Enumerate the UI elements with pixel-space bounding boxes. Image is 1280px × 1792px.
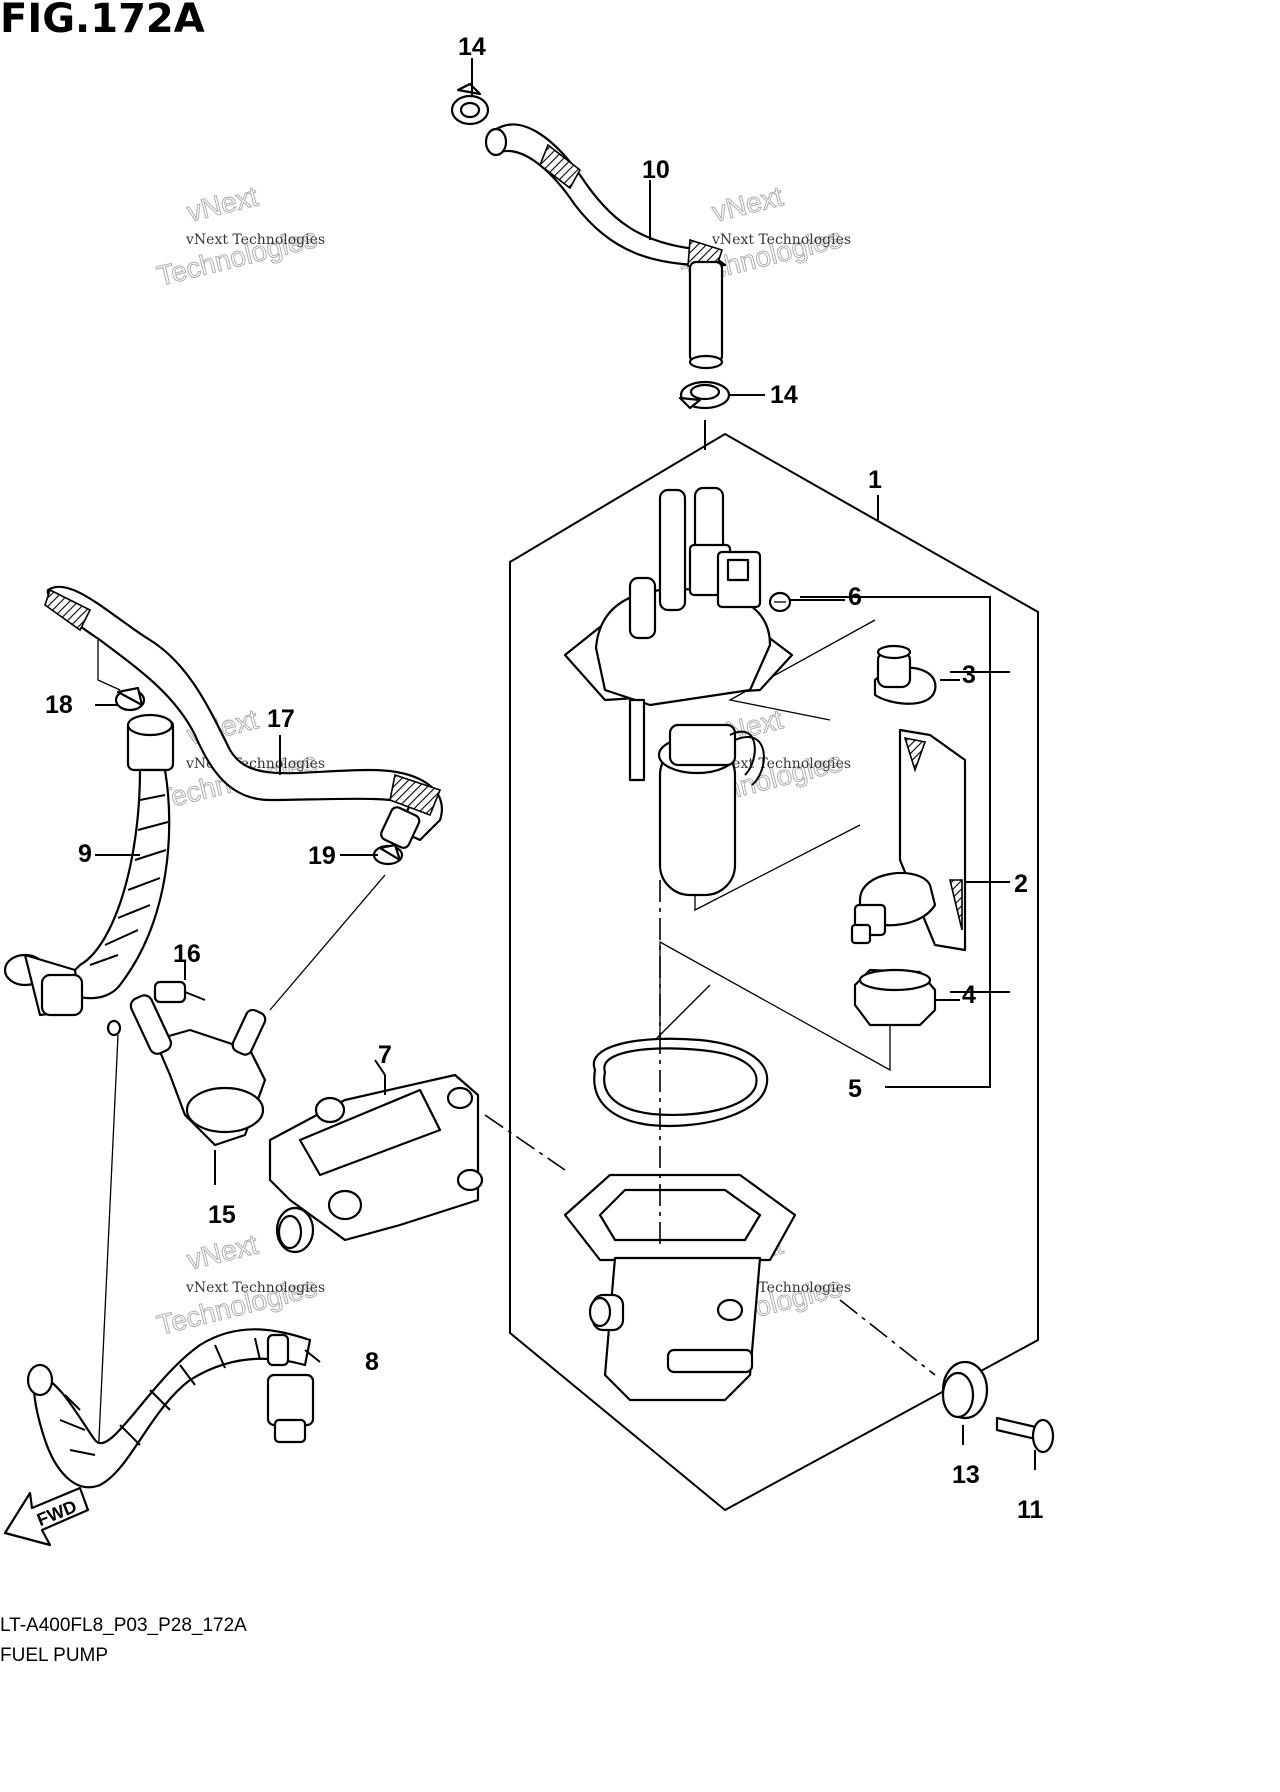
callout-19: 19 (308, 842, 336, 870)
part-14-clamp-mid (678, 380, 731, 410)
part-13-grommet (941, 1360, 989, 1445)
part-16-bolt (153, 960, 206, 1004)
svg-text:vNext: vNext (184, 1228, 261, 1275)
part-15-valve (106, 994, 267, 1185)
part-10-hose (484, 123, 727, 370)
svg-text:vNext Technologies: vNext Technologies (185, 1280, 325, 1296)
part-9-hose (3, 713, 175, 1017)
part-8-hose (26, 1328, 321, 1489)
callout-11: 11 (1017, 1496, 1044, 1524)
watermark-group: vNext Technologies vNext Technologies vN… (153, 180, 851, 1341)
part-3-fitting (873, 644, 960, 705)
figure-title: FIG.172A (0, 0, 205, 42)
diagram-code: LT-A400FL8_P03_P28_172A (0, 1615, 247, 1636)
svg-text:vNext Technologies: vNext Technologies (185, 232, 325, 248)
callout-13: 13 (952, 1461, 980, 1489)
callout-5: 5 (848, 1075, 862, 1103)
part-5-gasket (592, 1037, 769, 1127)
callout-8: 8 (365, 1348, 379, 1376)
fuel-tank-housing (563, 1173, 797, 1402)
part-4-holder (853, 968, 960, 1027)
callout-17: 17 (267, 705, 295, 733)
watermark-top-left: vNext Technologies vNext Technologies (153, 180, 325, 292)
assembly-frame (509, 432, 1039, 1512)
part-11-bolt (995, 1416, 1055, 1470)
callout-4: 4 (962, 981, 976, 1009)
svg-text:vNext Technologies: vNext Technologies (711, 756, 851, 772)
callout-10: 10 (642, 156, 670, 184)
callout-14-top: 14 (458, 33, 486, 61)
callout-9: 9 (78, 840, 92, 868)
callout-3: 3 (962, 661, 976, 689)
part-2-filter (850, 728, 967, 952)
callout-16: 16 (173, 940, 201, 968)
section-name: FUEL PUMP (0, 1645, 109, 1666)
part-17-hose (44, 585, 443, 849)
leader-lines (95, 58, 765, 1076)
svg-text:vNext: vNext (184, 180, 261, 227)
part-14-clamp-top (450, 82, 490, 126)
fwd-arrow-icon: FWD (3, 1486, 90, 1547)
bracket-lines (800, 596, 991, 1088)
callout-15: 15 (208, 1201, 236, 1229)
callout-7: 7 (378, 1041, 392, 1069)
svg-text:vNext: vNext (709, 180, 786, 227)
callout-1: 1 (868, 466, 882, 494)
part-19-clamp (372, 843, 404, 866)
svg-text:vNext Technologies: vNext Technologies (711, 232, 851, 248)
callout-labels: 1 2 3 4 5 6 7 8 9 10 11 13 14 14 15 16 1… (45, 33, 1044, 1524)
callout-2: 2 (1014, 870, 1028, 898)
callout-6: 6 (848, 583, 862, 611)
part-12-grommet (275, 1206, 315, 1254)
part-7-bracket (268, 1073, 484, 1242)
part-1-fuel-pump-module (563, 486, 845, 897)
callout-14-mid: 14 (770, 381, 798, 409)
callout-18: 18 (45, 691, 73, 719)
part-18-clamp (97, 640, 146, 712)
